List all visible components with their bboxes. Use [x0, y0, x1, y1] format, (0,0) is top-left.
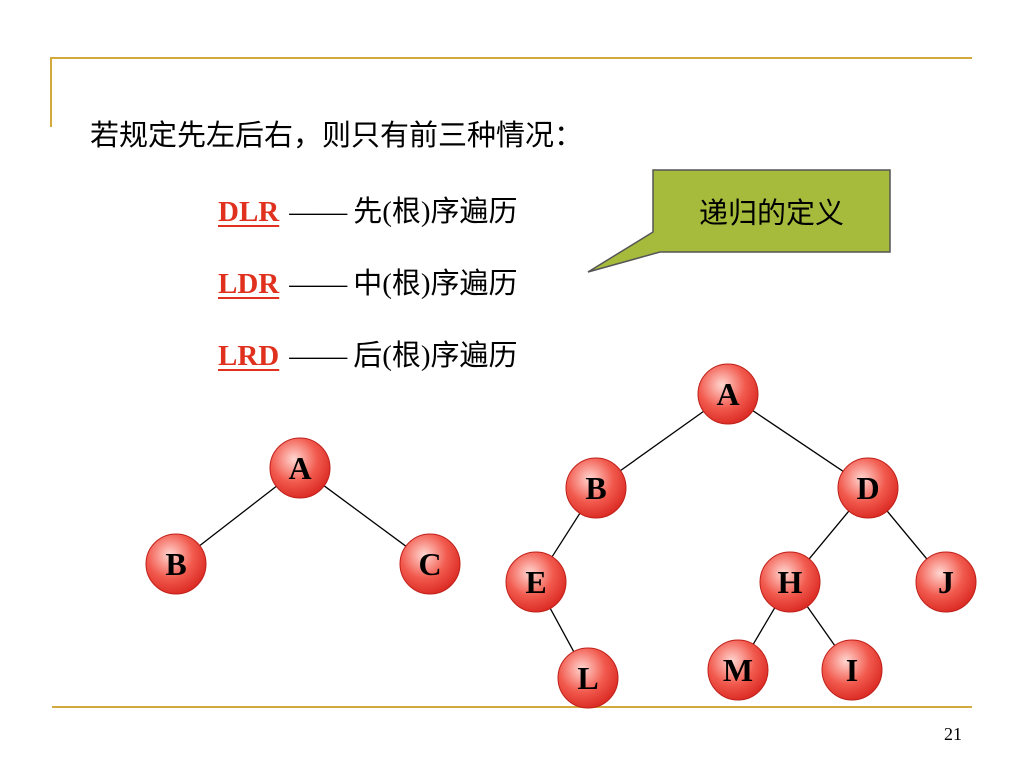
order-dlr: DLR ——先(根)序遍历: [218, 188, 518, 260]
order-code: LDR: [218, 268, 280, 300]
tree-edge: [620, 410, 704, 472]
tree-node-b: B: [565, 457, 627, 519]
tree-node-h: H: [759, 551, 821, 613]
intro-text: 若规定先左后右，则只有前三种情况：: [90, 120, 584, 152]
bottom-rule: [52, 706, 972, 708]
tree-node-circle: [269, 437, 331, 499]
tree-edge: [752, 607, 776, 645]
order-name: 先(根)序遍历: [353, 196, 518, 228]
tree-node-label: H: [778, 564, 803, 600]
tree-node-circle: [707, 639, 769, 701]
tree-node-label: B: [585, 470, 606, 506]
tree-node-label: A: [716, 376, 739, 412]
left-rule: [50, 57, 52, 127]
tree-edge: [806, 606, 836, 646]
tree-edge: [549, 608, 575, 652]
tree-edge: [199, 485, 277, 547]
tree-edge: [551, 512, 581, 558]
traversal-order-list: DLR——先(根)序遍历 LDR——中(根)序遍历 LRD——后(根)序遍历: [218, 188, 518, 404]
tree-edge: [886, 510, 928, 560]
order-code: DLR: [218, 196, 280, 228]
tree-node-circle: [915, 551, 977, 613]
tree-node-circle: [697, 363, 759, 425]
tree-node-m: M: [707, 639, 769, 701]
tree-node-b: B: [145, 533, 207, 595]
tree-node-d: D: [837, 457, 899, 519]
tree-edge: [808, 510, 850, 560]
tree-node-l: L: [557, 647, 619, 709]
order-dash: ——: [289, 340, 348, 372]
order-code: LRD: [218, 340, 280, 372]
tree-node-circle: [821, 639, 883, 701]
tree-edge: [752, 410, 844, 472]
tree-node-label: D: [856, 470, 879, 506]
tree-node-i: I: [821, 639, 883, 701]
tree-node-j: J: [915, 551, 977, 613]
top-rule: [52, 57, 972, 59]
tree-node-e: E: [505, 551, 567, 613]
tree-node-label: I: [846, 652, 858, 688]
tree-node-c: C: [399, 533, 461, 595]
tree-node-circle: [565, 457, 627, 519]
tree-node-circle: [557, 647, 619, 709]
page-number: 21: [944, 724, 962, 744]
tree-node-circle: [837, 457, 899, 519]
order-name: 中(根)序遍历: [353, 268, 518, 300]
order-dash: ——: [289, 268, 348, 300]
tree-node-label: M: [723, 652, 753, 688]
tree-node-label: E: [525, 564, 546, 600]
tree-node-circle: [399, 533, 461, 595]
tree-node-circle: [505, 551, 567, 613]
callout-label: 递归的定义: [698, 198, 844, 230]
tree-node-label: B: [165, 546, 186, 582]
tree-node-a: A: [269, 437, 331, 499]
tree-node-a: A: [697, 363, 759, 425]
tree-node-label: A: [288, 450, 311, 486]
order-name: 后(根)序遍历: [353, 340, 518, 372]
tree-node-label: J: [938, 564, 954, 600]
tree-node-label: C: [418, 546, 441, 582]
order-ldr: LDR ——中(根)序遍历: [218, 260, 518, 332]
tree-node-label: L: [577, 660, 598, 696]
order-lrd: LRD ——后(根)序遍历: [218, 332, 518, 404]
tree-node-circle: [145, 533, 207, 595]
tree-node-circle: [759, 551, 821, 613]
order-dash: ——: [289, 196, 348, 228]
tree-edge: [323, 485, 407, 547]
